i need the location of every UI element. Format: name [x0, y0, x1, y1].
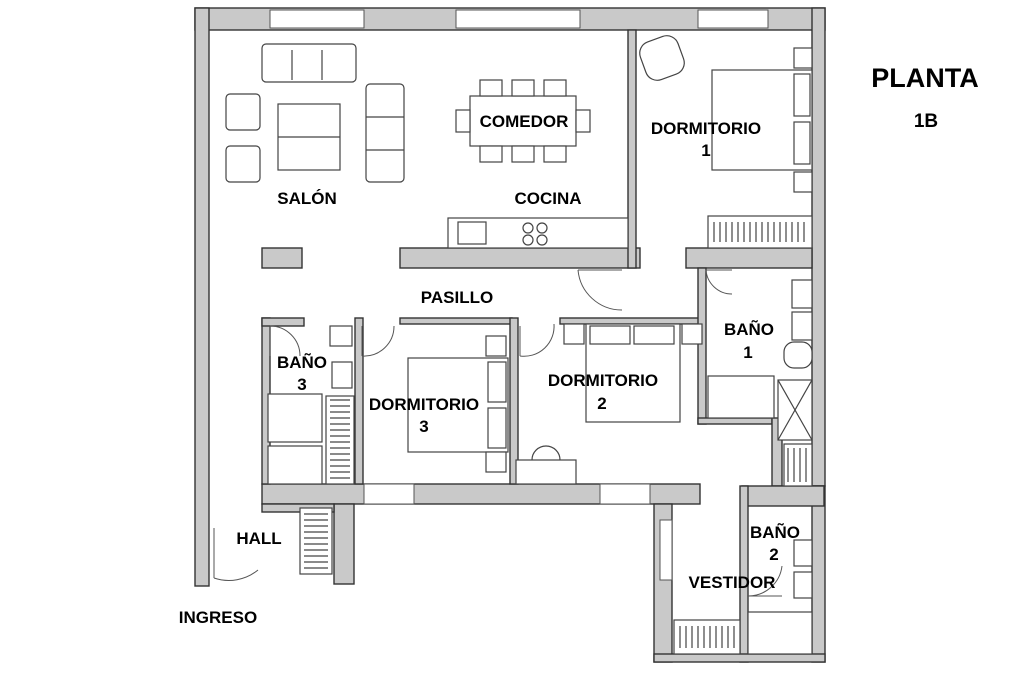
label-salon: SALÓN: [277, 189, 337, 208]
bano3-furniture: [267, 325, 355, 485]
label-cocina: COCINA: [514, 189, 581, 208]
label-bano3-num: 3: [297, 375, 306, 394]
hall-furniture: [213, 507, 333, 581]
doors: [269, 269, 783, 597]
kitchen-counter: [447, 217, 629, 249]
label-bano1-num: 1: [743, 343, 752, 362]
bano1-furniture: [707, 279, 813, 487]
label-dormitorio3-num: 3: [419, 417, 428, 436]
plan-subtitle: 1B: [914, 111, 938, 132]
dormitorio1-furniture: [639, 35, 813, 249]
labels: PLANTA 1B SALÓN COMEDOR COCINA DORMITORI…: [179, 63, 979, 627]
salon-furniture: [225, 43, 405, 183]
dormitorio2-furniture: [515, 323, 703, 485]
bano2-furniture: [673, 539, 813, 655]
dormitorio3-furniture: [407, 335, 509, 473]
label-dormitorio1: DORMITORIO: [651, 119, 761, 138]
windows: [269, 9, 769, 581]
label-vestidor: VESTIDOR: [689, 573, 776, 592]
label-comedor: COMEDOR: [480, 112, 569, 131]
label-ingreso: INGRESO: [179, 608, 257, 627]
label-bano3: BAÑO: [277, 352, 327, 372]
plan-title: PLANTA: [871, 63, 979, 93]
label-bano2-num: 2: [769, 545, 778, 564]
label-pasillo: PASILLO: [421, 288, 493, 307]
label-dormitorio2-num: 2: [597, 394, 606, 413]
label-dormitorio3: DORMITORIO: [369, 395, 479, 414]
label-bano1: BAÑO: [724, 319, 774, 339]
label-dormitorio1-num: 1: [701, 141, 710, 160]
label-bano2: BAÑO: [750, 522, 800, 542]
label-hall: HALL: [236, 529, 281, 548]
label-dormitorio2: DORMITORIO: [548, 371, 658, 390]
comedor-furniture: [455, 79, 591, 163]
